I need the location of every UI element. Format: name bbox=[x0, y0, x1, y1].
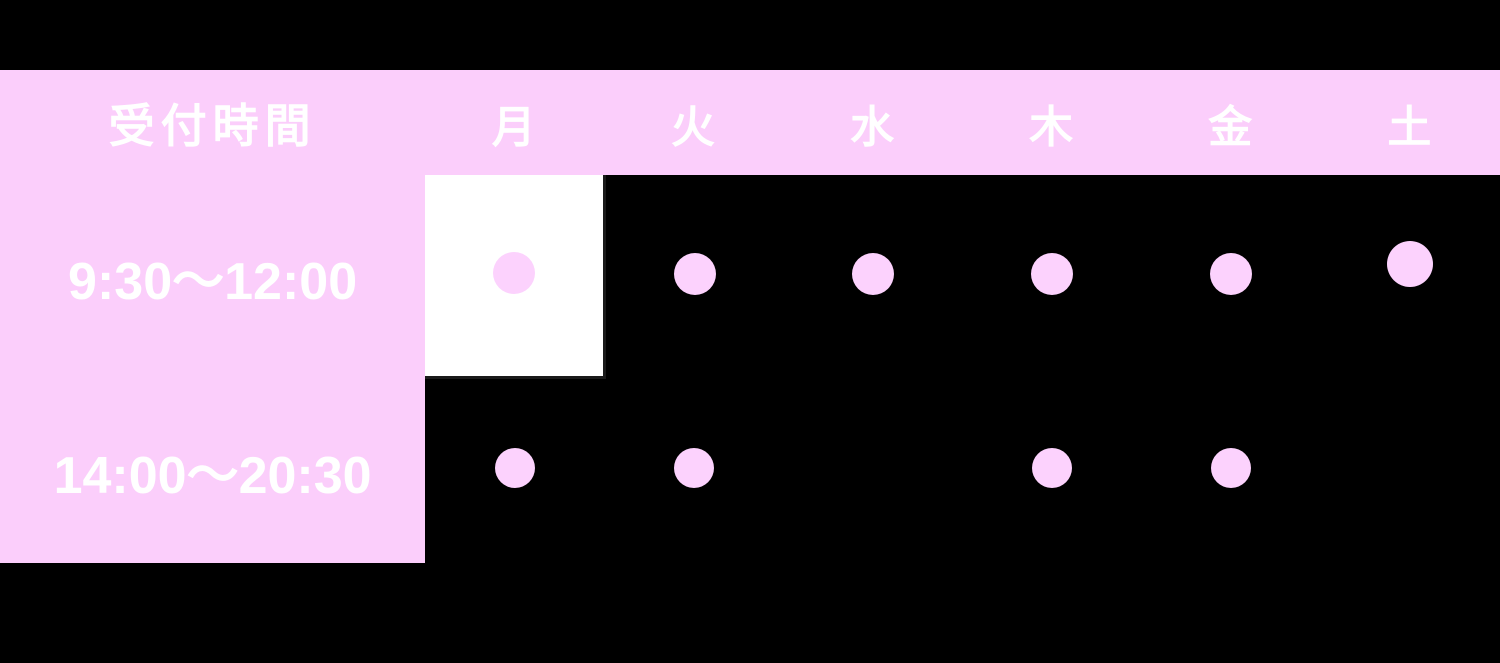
header-day-tue: 火 bbox=[604, 70, 784, 175]
slot-morning-sat bbox=[1321, 175, 1500, 377]
table-row-morning: 9:30〜12:00 bbox=[0, 175, 1500, 379]
slot-afternoon-fri bbox=[1142, 377, 1321, 563]
slot-morning-tue bbox=[604, 175, 783, 377]
slot-morning-thu bbox=[963, 175, 1142, 377]
slot-afternoon-sat bbox=[1321, 377, 1500, 563]
open-marker-icon bbox=[1031, 252, 1074, 295]
slot-afternoon-thu bbox=[963, 377, 1142, 563]
open-marker-icon bbox=[673, 447, 714, 488]
slot-morning-mon bbox=[425, 175, 606, 379]
open-marker-icon bbox=[1032, 447, 1073, 488]
slot-morning-wed bbox=[783, 175, 962, 377]
business-hours-table: 受付時間 月 火 水 木 金 土 9:30〜12:00 bbox=[0, 70, 1500, 563]
open-marker-icon bbox=[493, 251, 535, 294]
open-marker-icon bbox=[1211, 447, 1252, 488]
table-header-row: 受付時間 月 火 水 木 金 土 bbox=[0, 70, 1500, 175]
slot-afternoon-mon bbox=[425, 377, 604, 563]
header-day-sat: 土 bbox=[1320, 70, 1500, 175]
open-marker-icon bbox=[1210, 252, 1253, 295]
table-row-afternoon: 14:00〜20:30 bbox=[0, 377, 1500, 563]
slot-afternoon-wed bbox=[783, 377, 962, 563]
slot-afternoon-tue bbox=[604, 377, 783, 563]
time-range-afternoon: 14:00〜20:30 bbox=[0, 377, 426, 563]
time-range-morning: 9:30〜12:00 bbox=[0, 175, 426, 377]
header-time-label: 受付時間 bbox=[0, 70, 426, 175]
header-day-mon: 月 bbox=[425, 70, 605, 175]
header-day-thu: 木 bbox=[962, 70, 1142, 175]
open-marker-icon bbox=[852, 252, 894, 295]
header-day-fri: 金 bbox=[1141, 70, 1321, 175]
open-marker-icon bbox=[673, 252, 716, 295]
open-marker-icon bbox=[494, 448, 535, 489]
header-day-wed: 水 bbox=[783, 70, 963, 175]
slot-morning-fri bbox=[1142, 175, 1321, 377]
open-marker-icon bbox=[1387, 240, 1434, 287]
